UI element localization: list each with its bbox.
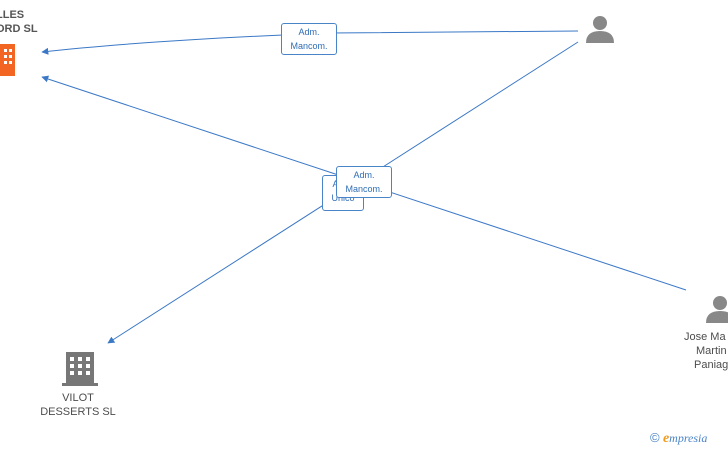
person-right-label-line1: Jose Ma <box>684 331 726 343</box>
person-right-label-line2: Martin <box>696 345 727 357</box>
person-icon[interactable] <box>586 16 614 43</box>
edge-tag-line1: Adm. <box>353 170 375 180</box>
company-bottom-label-line1: VILOT <box>62 392 94 404</box>
edge-tag-adm-mancom-top[interactable]: Adm. Mancom. <box>281 23 337 55</box>
brand-logo-e: e <box>662 431 670 446</box>
edge-tag-adm-mancom-middle[interactable]: Adm. Mancom. <box>336 166 392 198</box>
edge-tag-line2: Unico <box>331 193 355 203</box>
person-right-label[interactable]: Jose Ma Martin Paniag <box>684 330 728 372</box>
company-bottom-label[interactable]: VILOT DESSERTS SL <box>36 391 120 419</box>
copyright-symbol: © <box>650 430 660 445</box>
person-right-label-line3: Paniag <box>694 359 728 371</box>
building-icon[interactable] <box>0 44 15 76</box>
company-bottom-label-line2: DESSERTS SL <box>40 406 116 418</box>
company-top-label-line2: ORD SL <box>0 23 38 35</box>
brand-logo: © empresia <box>650 430 707 447</box>
edge-tag-line2: Mancom. <box>345 184 383 194</box>
company-top-label-line1: LLES <box>0 9 25 21</box>
edge-tag-line2: Mancom. <box>290 41 328 51</box>
brand-logo-text: mpresia <box>669 431 708 445</box>
building-icon[interactable] <box>62 352 98 386</box>
company-top-label[interactable]: LLES ORD SL <box>0 8 38 36</box>
edge-tag-line1: Adm. <box>298 27 320 37</box>
person-icon[interactable] <box>706 296 728 323</box>
